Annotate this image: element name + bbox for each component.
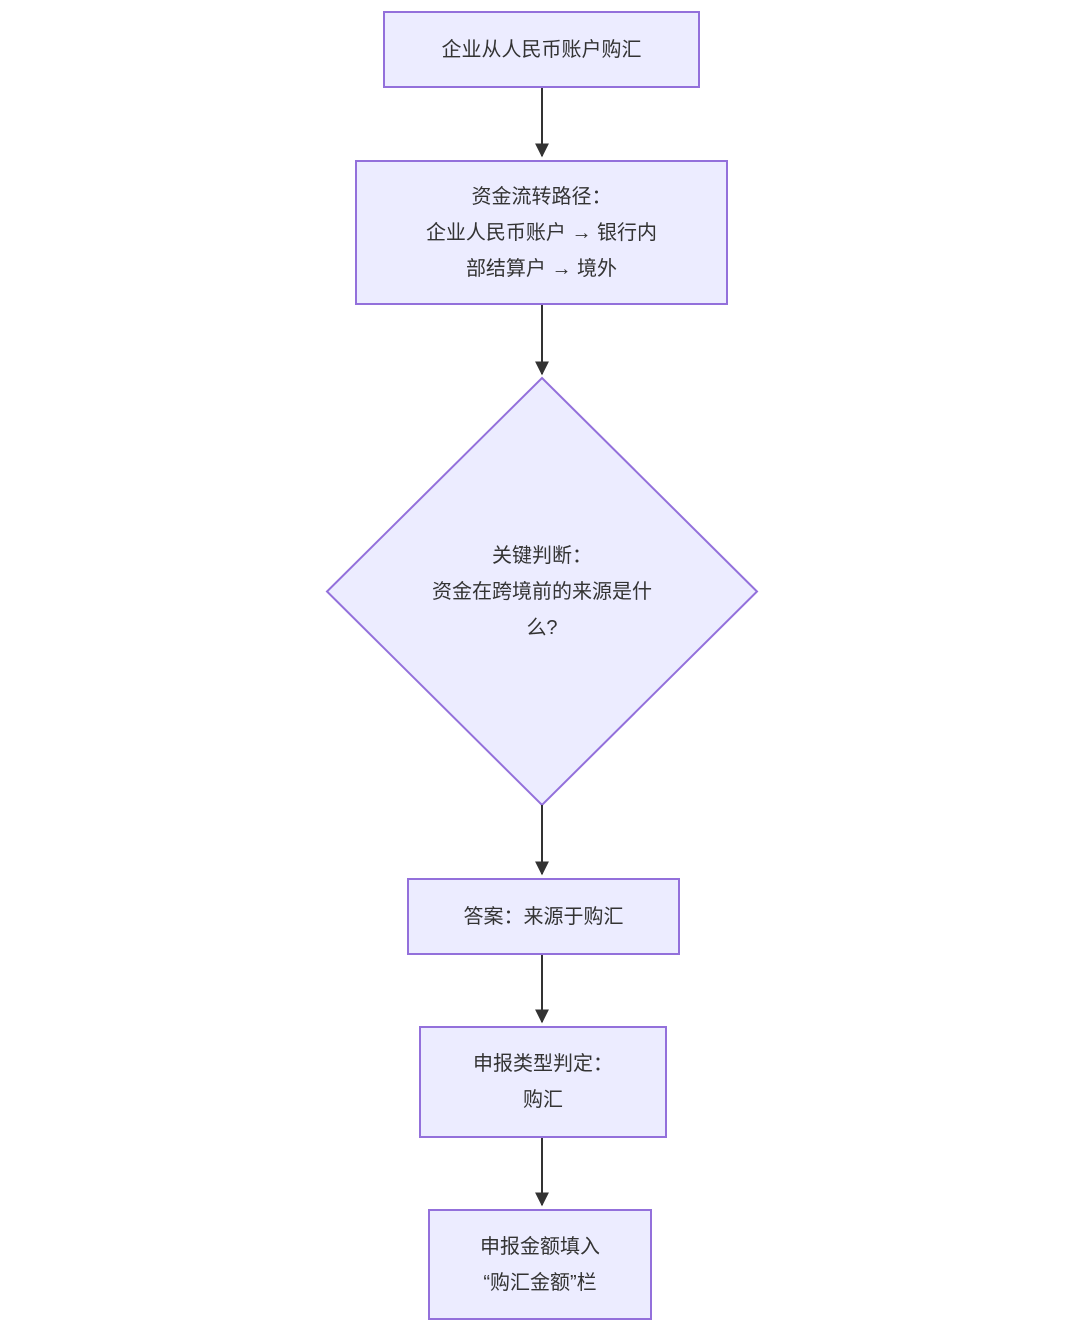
node-decision: 关键判断： 资金在跨境前的来源是什 么? (327, 378, 757, 805)
node-decision-label: 关键判断： 资金在跨境前的来源是什 么? (432, 544, 652, 639)
node-fund-flow-path: 资金流转路径： 企业人民币账户 → 银行内 部结算户 → 境外 (355, 160, 728, 305)
node-declaration-type-label: 申报类型判定： 购汇 (473, 1053, 613, 1111)
node-start: 企业从人民币账户购汇 (383, 11, 700, 88)
node-declaration-type: 申报类型判定： 购汇 (419, 1026, 667, 1138)
node-answer: 答案：来源于购汇 (407, 878, 680, 955)
node-answer-label: 答案：来源于购汇 (463, 905, 624, 928)
node-amount-field-label: 申报金额填入 “购汇金额”栏 (480, 1235, 600, 1294)
node-amount-field: 申报金额填入 “购汇金额”栏 (428, 1209, 652, 1320)
node-start-label: 企业从人民币账户购汇 (441, 38, 642, 61)
node-fund-flow-path-label: 资金流转路径： 企业人民币账户 → 银行内 部结算户 → 境外 (425, 185, 658, 280)
